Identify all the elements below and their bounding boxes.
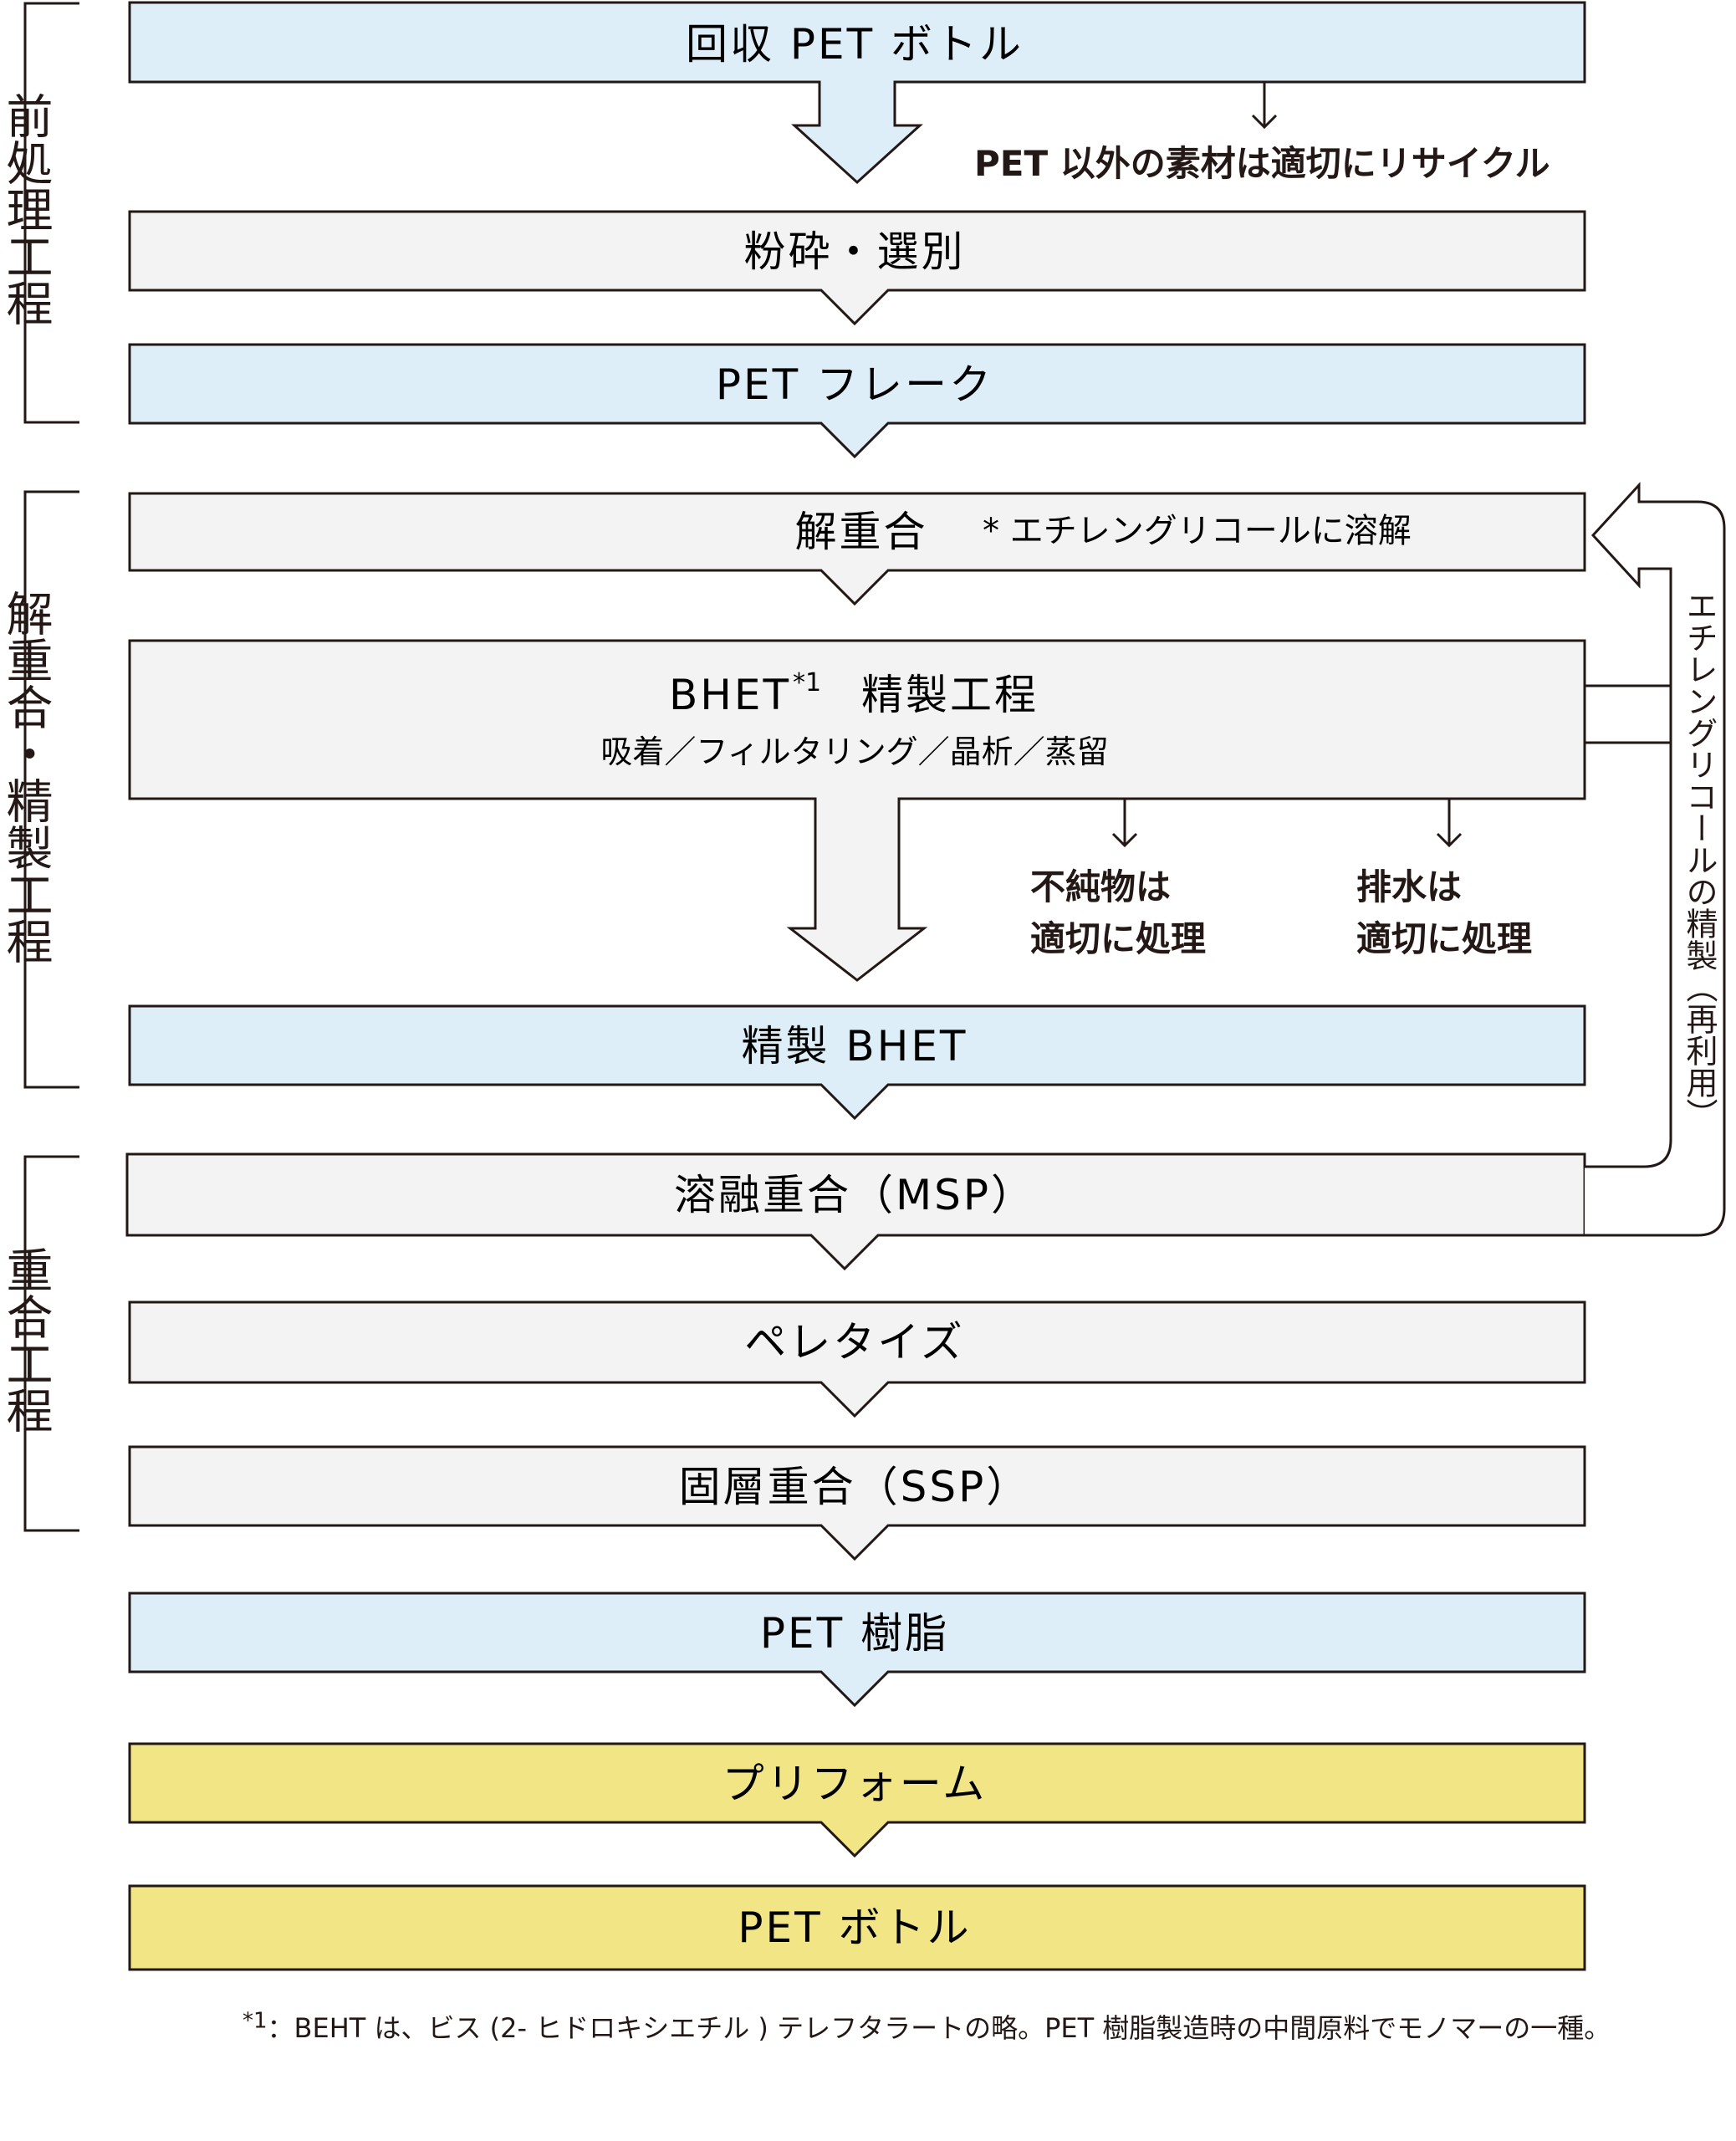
bracket-depolymerization (23, 490, 79, 1089)
recovered-pet-box (128, 1, 1586, 185)
footnote: *1：BEHT は、ビス (2- ヒドロキシエチル ) テレフタラートの略。PE… (243, 2007, 1611, 2046)
bhet-refining-suffix: 精製工程 (861, 671, 1039, 719)
footnote-text: ：BEHT は、ビス (2- ヒドロキシエチル ) テレフタラートの略。PET … (267, 2012, 1611, 2044)
pelletize-label: ペレタイズ (744, 1318, 965, 1367)
stage-label-pretreatment: 前処理工程 (0, 92, 53, 326)
msp-label: 溶融重合（MSP） (674, 1171, 1035, 1219)
crushing-box (128, 210, 1586, 326)
stage-label-polymerization: 重合工程 (0, 1246, 53, 1433)
loop-connector-top (1583, 641, 1671, 687)
footnote-marker: *1 (243, 2008, 268, 2034)
loop-label: エチレングリコールの精製（再利用） (1681, 590, 1718, 1130)
flake-box (128, 343, 1586, 459)
loop-connector-bottom (1583, 741, 1671, 799)
flake-label: PET フレーク (716, 360, 993, 409)
pelletize-box (128, 1300, 1586, 1418)
recycle-arrow (1251, 82, 1278, 130)
preform-label: プリフォーム (722, 1760, 988, 1808)
recovered-pet-label: 回収 PET ボトル (686, 20, 1024, 69)
impurities-arrow (1111, 799, 1138, 848)
wastewater-arrow (1436, 799, 1463, 848)
pet-bottle-box (128, 1884, 1586, 1971)
ethylene-glycol-loop (1585, 482, 1726, 1237)
stage-label-depolymerization: 解重合・精製工程 (0, 590, 53, 964)
refined-bhet-box (128, 1004, 1586, 1121)
pet-resin-label: PET 樹脂 (760, 1609, 949, 1658)
impurities-note: 不純物は 適切に処理 (1030, 861, 1206, 965)
bhet-refining-label: BHET (669, 671, 791, 719)
refined-bhet-label: 精製 BHET (742, 1022, 968, 1070)
wastewater-note-line1: 排水は (1356, 866, 1463, 907)
wastewater-note-line2: 適切に処理 (1356, 918, 1533, 959)
bracket-pretreatment (23, 2, 79, 424)
bhet-refining-sub: 吸着／フィルタリング／晶析／蒸留 (600, 733, 1108, 770)
recycle-other-note: PET 以外の素材は適切にリサイクル (974, 143, 1550, 184)
bhet-refining-sup: *1 (793, 668, 821, 697)
wastewater-note: 排水は 適切に処理 (1356, 861, 1532, 965)
ssp-box (128, 1445, 1586, 1561)
depolymerization-note: * エチレングリコールに溶解 (983, 512, 1412, 550)
crushing-label: 粉砕・選別 (744, 227, 966, 276)
preform-box (128, 1742, 1586, 1858)
impurities-note-line2: 適切に処理 (1030, 918, 1207, 959)
depolymerization-box (128, 492, 1586, 606)
depolymerization-label: 解重合 (795, 508, 928, 556)
bracket-polymerization (23, 1155, 79, 1532)
impurities-note-line1: 不純物は (1030, 866, 1172, 907)
pet-bottle-label: PET ボトル (738, 1903, 971, 1952)
pet-resin-box (128, 1592, 1586, 1708)
ssp-label: 固層重合（SSP） (679, 1463, 1031, 1511)
